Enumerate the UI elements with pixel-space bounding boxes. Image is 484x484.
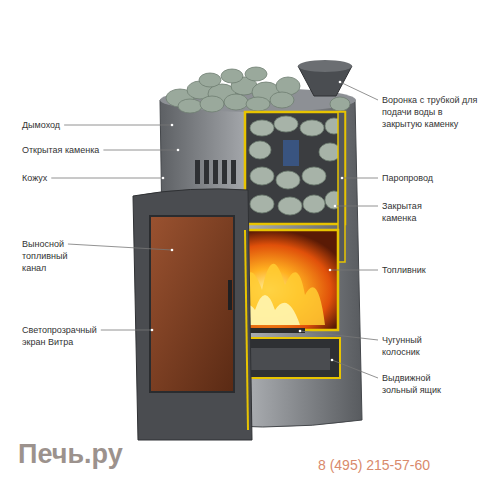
leader-line <box>332 360 378 378</box>
part-label: Выносной топливный канал <box>22 238 77 274</box>
leader-dot <box>171 249 174 252</box>
leader-dot <box>331 359 334 362</box>
part-label: Закрытая каменка <box>382 200 452 224</box>
leader-dot <box>299 330 302 333</box>
part-label: Топливник <box>382 264 478 276</box>
leader-dot <box>171 124 174 127</box>
leader-line <box>330 270 378 271</box>
part-label: Паропровод <box>382 172 478 184</box>
leader-dot <box>162 177 165 180</box>
leader-line <box>68 244 172 250</box>
leader-dot <box>339 81 342 84</box>
leader-dot <box>151 329 154 332</box>
leader-line <box>64 125 172 126</box>
leader-dot <box>341 177 344 180</box>
leader-line <box>101 330 152 331</box>
part-label: Кожух <box>22 172 112 184</box>
part-label: Чугунный колосник <box>382 334 452 358</box>
phone-number: 8 (495) 215-57-60 <box>318 456 468 474</box>
part-label: Светопрозрачный экран Витра <box>22 324 102 348</box>
leader-dot <box>329 269 332 272</box>
leader-line <box>51 178 163 179</box>
part-label: Воронка с трубкой для подачи воды в закр… <box>382 94 478 130</box>
brand-logo: Печь.ру <box>18 438 178 470</box>
leader-dot <box>334 205 337 208</box>
leader-dot <box>177 149 180 152</box>
leader-line <box>335 206 378 207</box>
part-label: Открытая каменка <box>22 144 122 156</box>
part-label: Выдвижной зольный ящик <box>382 372 452 396</box>
leader-line <box>103 150 178 151</box>
leader-line <box>340 82 378 100</box>
leader-line <box>300 331 378 340</box>
part-label: Дымоход <box>22 119 112 131</box>
leader-line <box>342 178 378 179</box>
